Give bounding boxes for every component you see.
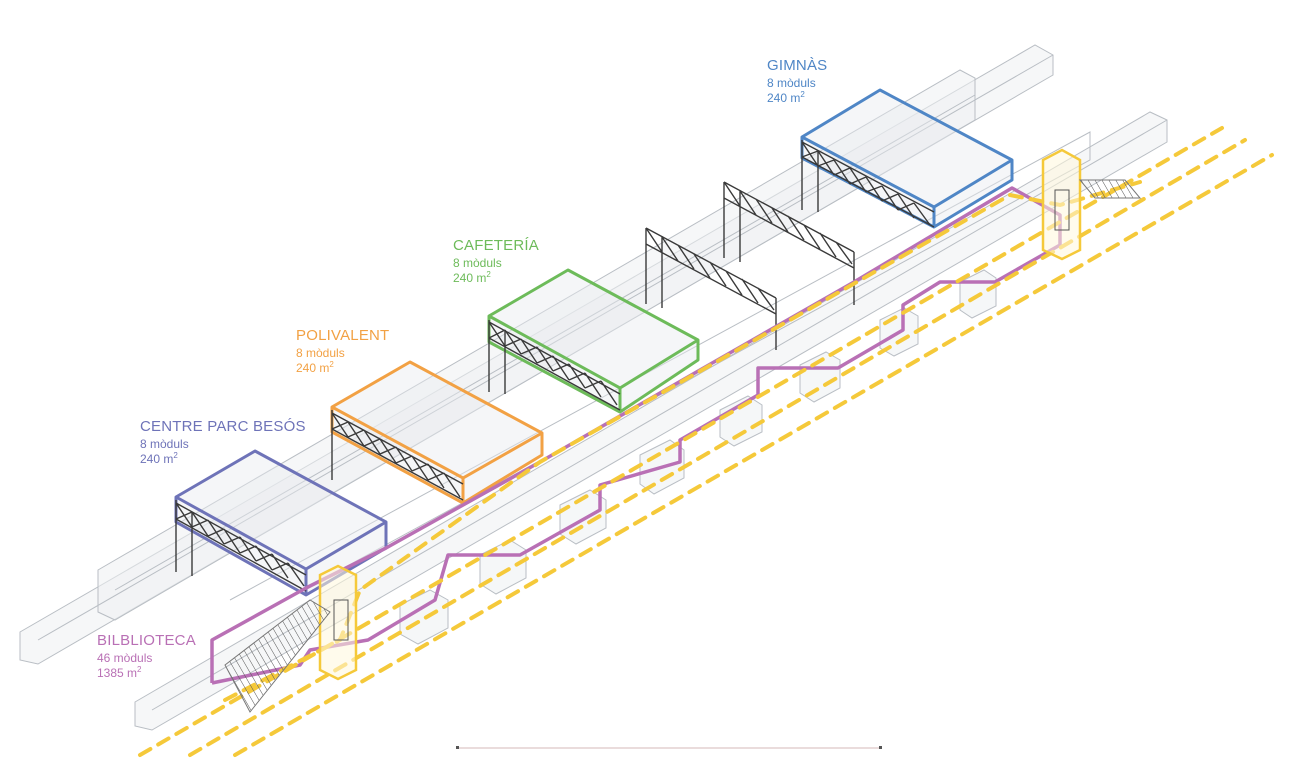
gimnas-modules: 8 mòduls bbox=[767, 76, 827, 91]
biblioteca-area-value: 1385 m bbox=[97, 666, 137, 680]
centre-modules: 8 mòduls bbox=[140, 437, 306, 452]
polivalent-modules: 8 mòduls bbox=[296, 346, 389, 361]
label-polivalent: POLIVALENT 8 mòduls 240 m2 bbox=[296, 327, 389, 376]
centre-area-value: 240 m bbox=[140, 452, 173, 466]
cafeteria-modules: 8 mòduls bbox=[453, 256, 539, 271]
core-left bbox=[320, 566, 356, 679]
biblioteca-modules: 46 mòduls bbox=[97, 651, 196, 666]
cafeteria-area-value: 240 m bbox=[453, 271, 486, 285]
centre-area: 240 m2 bbox=[140, 452, 306, 467]
gimnas-area: 240 m2 bbox=[767, 91, 827, 106]
bottom-tick bbox=[879, 746, 882, 749]
gimnas-title: GIMNÀS bbox=[767, 57, 827, 76]
polivalent-area: 240 m2 bbox=[296, 361, 389, 376]
gimnas-area-unit: 2 bbox=[800, 90, 804, 99]
gimnas-area-value: 240 m bbox=[767, 91, 800, 105]
cafeteria-title: CAFETERÍA bbox=[453, 237, 539, 256]
label-gimnas: GIMNÀS 8 mòduls 240 m2 bbox=[767, 57, 827, 106]
biblioteca-area: 1385 m2 bbox=[97, 666, 196, 681]
core-right bbox=[1043, 150, 1080, 259]
ghost-box bbox=[480, 540, 526, 594]
centre-title: CENTRE PARC BESÓS bbox=[140, 418, 306, 437]
polivalent-area-unit: 2 bbox=[329, 360, 333, 369]
label-centre-parc-besos: CENTRE PARC BESÓS 8 mòduls 240 m2 bbox=[140, 418, 306, 467]
biblioteca-title: BILBLIOTECA bbox=[97, 632, 196, 651]
label-cafeteria: CAFETERÍA 8 mòduls 240 m2 bbox=[453, 237, 539, 286]
bottom-marks bbox=[456, 746, 882, 749]
cafeteria-area-unit: 2 bbox=[486, 270, 490, 279]
cafeteria-area: 240 m2 bbox=[453, 271, 539, 286]
polivalent-area-value: 240 m bbox=[296, 361, 329, 375]
centre-area-unit: 2 bbox=[173, 451, 177, 460]
biblioteca-area-unit: 2 bbox=[137, 665, 141, 674]
label-biblioteca: BILBLIOTECA 46 mòduls 1385 m2 bbox=[97, 632, 196, 681]
bottom-tick bbox=[456, 746, 459, 749]
polivalent-title: POLIVALENT bbox=[296, 327, 389, 346]
